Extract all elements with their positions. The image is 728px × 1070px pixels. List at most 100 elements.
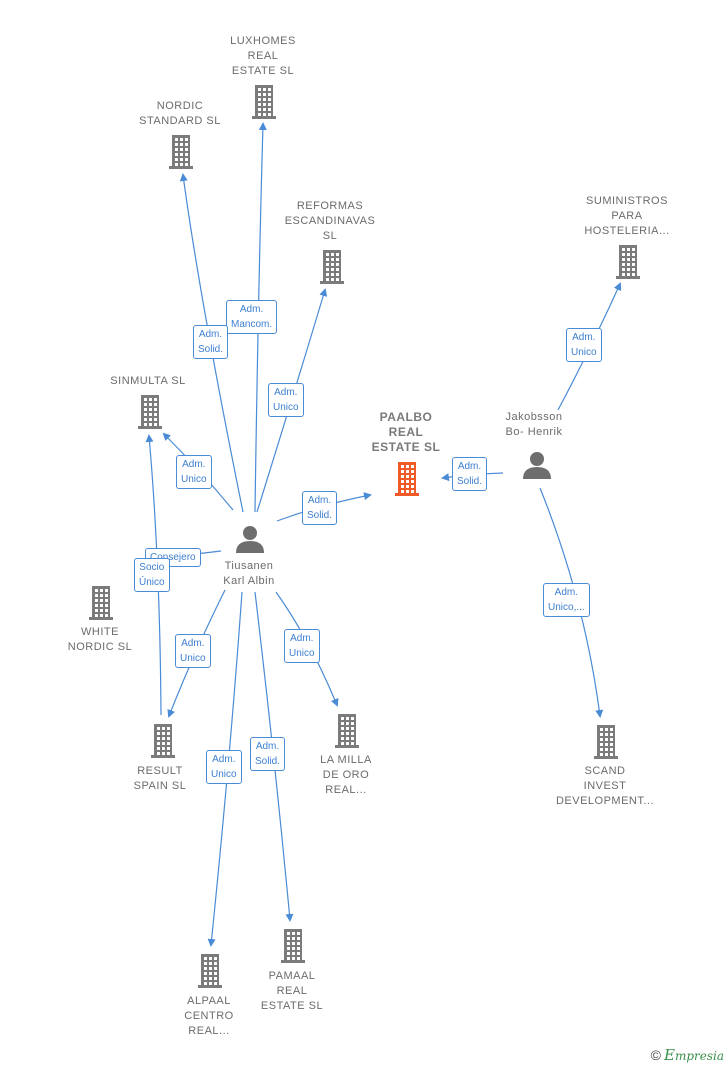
edge-label-line: Unico bbox=[571, 347, 597, 358]
building-icon-paalbo[interactable] bbox=[395, 462, 419, 496]
building-icon-alpaal[interactable] bbox=[198, 954, 222, 988]
node-label-line: DE ORO bbox=[322, 769, 370, 781]
edge-label-jakobsson-to-paalbo[interactable]: Adm.Solid. bbox=[452, 457, 488, 491]
node-label-line: INVEST bbox=[583, 780, 627, 792]
node-label-line: REAL... bbox=[188, 1025, 230, 1037]
edge-label-line: Mancom. bbox=[231, 319, 273, 330]
building-icon-lamilla[interactable] bbox=[335, 714, 359, 748]
edge-label-jakobsson-to-suministros[interactable]: Adm. Unico bbox=[566, 328, 602, 362]
building-icon-result[interactable] bbox=[151, 724, 175, 758]
node-label-pamaal[interactable]: PAMAAL REAL ESTATE SL bbox=[261, 969, 323, 1014]
node-label-line: ESTATE SL bbox=[260, 1000, 324, 1012]
building-icon-reformas[interactable] bbox=[320, 250, 344, 284]
node-label-line: REAL bbox=[276, 985, 308, 997]
node-label-line: Karl Albin bbox=[223, 575, 275, 587]
edge-label-jakobsson-to-scand[interactable]: Adm. Unico,... bbox=[543, 583, 590, 617]
node-label-line: Tiusanen bbox=[224, 560, 274, 572]
brand-name: mpresia bbox=[674, 1049, 724, 1063]
node-label-line: NORDIC SL bbox=[67, 641, 133, 653]
node-label-line: REAL bbox=[388, 425, 424, 439]
node-label-result[interactable]: RESULT SPAIN SL bbox=[134, 764, 187, 794]
edge-label-line: Solid. bbox=[457, 476, 483, 487]
edge-label-line: Solid. bbox=[255, 756, 281, 767]
edge-label-line: Adm. bbox=[572, 332, 596, 343]
edge-label-line: Adm. bbox=[182, 459, 206, 470]
node-label-alpaal[interactable]: ALPAAL CENTRO REAL... bbox=[184, 994, 233, 1039]
edge-label-tiusanen-to-nordic[interactable]: Adm. Solid. bbox=[193, 325, 229, 359]
node-label-line: SINMULTA SL bbox=[110, 375, 186, 387]
node-icons bbox=[89, 85, 640, 988]
edge-label-line: Unico bbox=[180, 653, 206, 664]
node-label-line: RESULT bbox=[137, 765, 183, 777]
edge-label-tiusanen-to-lamilla[interactable]: Adm. Unico bbox=[284, 629, 320, 663]
building-icon-pamaal[interactable] bbox=[281, 929, 305, 963]
building-icon-white[interactable] bbox=[89, 586, 113, 620]
edge-label-line: Unico,... bbox=[548, 602, 585, 613]
node-label-suministros[interactable]: SUMINISTROS PARA HOSTELERIA... bbox=[584, 194, 669, 239]
node-label-line: SL bbox=[322, 230, 338, 242]
node-label-line: CENTRO bbox=[184, 1010, 234, 1022]
node-label-line: ESTATE SL bbox=[371, 440, 441, 454]
node-label-line: REAL bbox=[247, 50, 279, 62]
edge-label-line: Único bbox=[139, 577, 165, 588]
building-icon-suministros[interactable] bbox=[616, 245, 640, 279]
edge-label-tiusanen-to-result[interactable]: Adm.Unico bbox=[175, 634, 211, 668]
node-label-sinmulta[interactable]: SINMULTA SL bbox=[110, 374, 185, 389]
edge-label-line: Adm. bbox=[239, 304, 264, 315]
edge-label-line: Consejero bbox=[150, 552, 196, 563]
node-label-luxhomes[interactable]: LUXHOMES REAL ESTATE SL bbox=[230, 34, 296, 79]
node-label-line: ALPAAL bbox=[187, 995, 231, 1007]
node-label-white[interactable]: WHITE NORDIC SL bbox=[68, 625, 132, 655]
footer-brand: ©Empresia bbox=[651, 1046, 724, 1064]
person-icon-jakobsson[interactable] bbox=[523, 452, 551, 479]
building-icon-sinmulta[interactable] bbox=[138, 395, 162, 429]
node-label-line: PARA bbox=[611, 210, 643, 222]
edge-label-line: Adm. bbox=[554, 587, 579, 598]
edge-label-line: Solid. bbox=[198, 344, 224, 355]
edge-label-line: Adm. bbox=[212, 754, 236, 765]
node-label-line: PAMAAL bbox=[268, 970, 316, 982]
edge-label-line: Solid. bbox=[307, 510, 333, 521]
node-label-line: DEVELOPMENT... bbox=[555, 795, 655, 807]
edge-label-tiusanen-to-sinmulta[interactable]: Adm.Unico bbox=[176, 455, 212, 489]
edge-label-line: Socio bbox=[139, 562, 165, 573]
edge-label-line: Unico bbox=[211, 769, 237, 780]
copyright-symbol: © bbox=[650, 1047, 661, 1063]
edge-label-tiusanen-to-reformas[interactable]: Adm.Unico bbox=[268, 383, 304, 417]
edge-label-line: Adm. bbox=[198, 329, 223, 340]
node-label-line: LA MILLA bbox=[320, 754, 372, 766]
node-label-line: SCAND bbox=[584, 765, 626, 777]
node-label-line: HOSTELERIA... bbox=[584, 225, 670, 237]
person-icon-tiusanen[interactable] bbox=[236, 526, 264, 553]
node-label-line: LUXHOMES bbox=[230, 35, 296, 47]
building-icon-luxhomes[interactable] bbox=[252, 85, 276, 119]
node-label-line: ESTATE SL bbox=[231, 65, 295, 77]
edges bbox=[143, 122, 622, 947]
edge-label-tiusanen-to-pamaal[interactable]: Adm. Solid. bbox=[250, 737, 286, 771]
building-icon-nordic[interactable] bbox=[169, 135, 193, 169]
edge-label-tiusanen-to-paalbo[interactable]: Adm.Solid. bbox=[302, 491, 338, 525]
node-label-line: WHITE bbox=[81, 626, 119, 638]
edge-label-line: Unico bbox=[289, 648, 315, 659]
edge-label-line: Adm. bbox=[290, 633, 314, 644]
node-label-line: SUMINISTROS bbox=[586, 195, 668, 207]
edge-tiusanen-to-nordic bbox=[179, 173, 244, 513]
edge-label-tiusanen-to-luxhomes[interactable]: Adm. Mancom. bbox=[226, 300, 278, 334]
node-label-line: SPAIN SL bbox=[133, 780, 187, 792]
edge-label-tiusanen-to-alpaal[interactable]: Adm. Unico bbox=[206, 750, 242, 784]
edge-label-line: Unico bbox=[273, 402, 299, 413]
node-label-scand[interactable]: SCAND INVEST DEVELOPMENT... bbox=[556, 764, 654, 809]
edge-label-line: Adm. bbox=[255, 741, 280, 752]
node-label-line: Bo- Henrik bbox=[505, 426, 563, 438]
node-label-line: REFORMAS bbox=[296, 200, 364, 212]
building-icon-scand[interactable] bbox=[594, 725, 618, 759]
node-label-line: Jakobsson bbox=[505, 411, 563, 423]
